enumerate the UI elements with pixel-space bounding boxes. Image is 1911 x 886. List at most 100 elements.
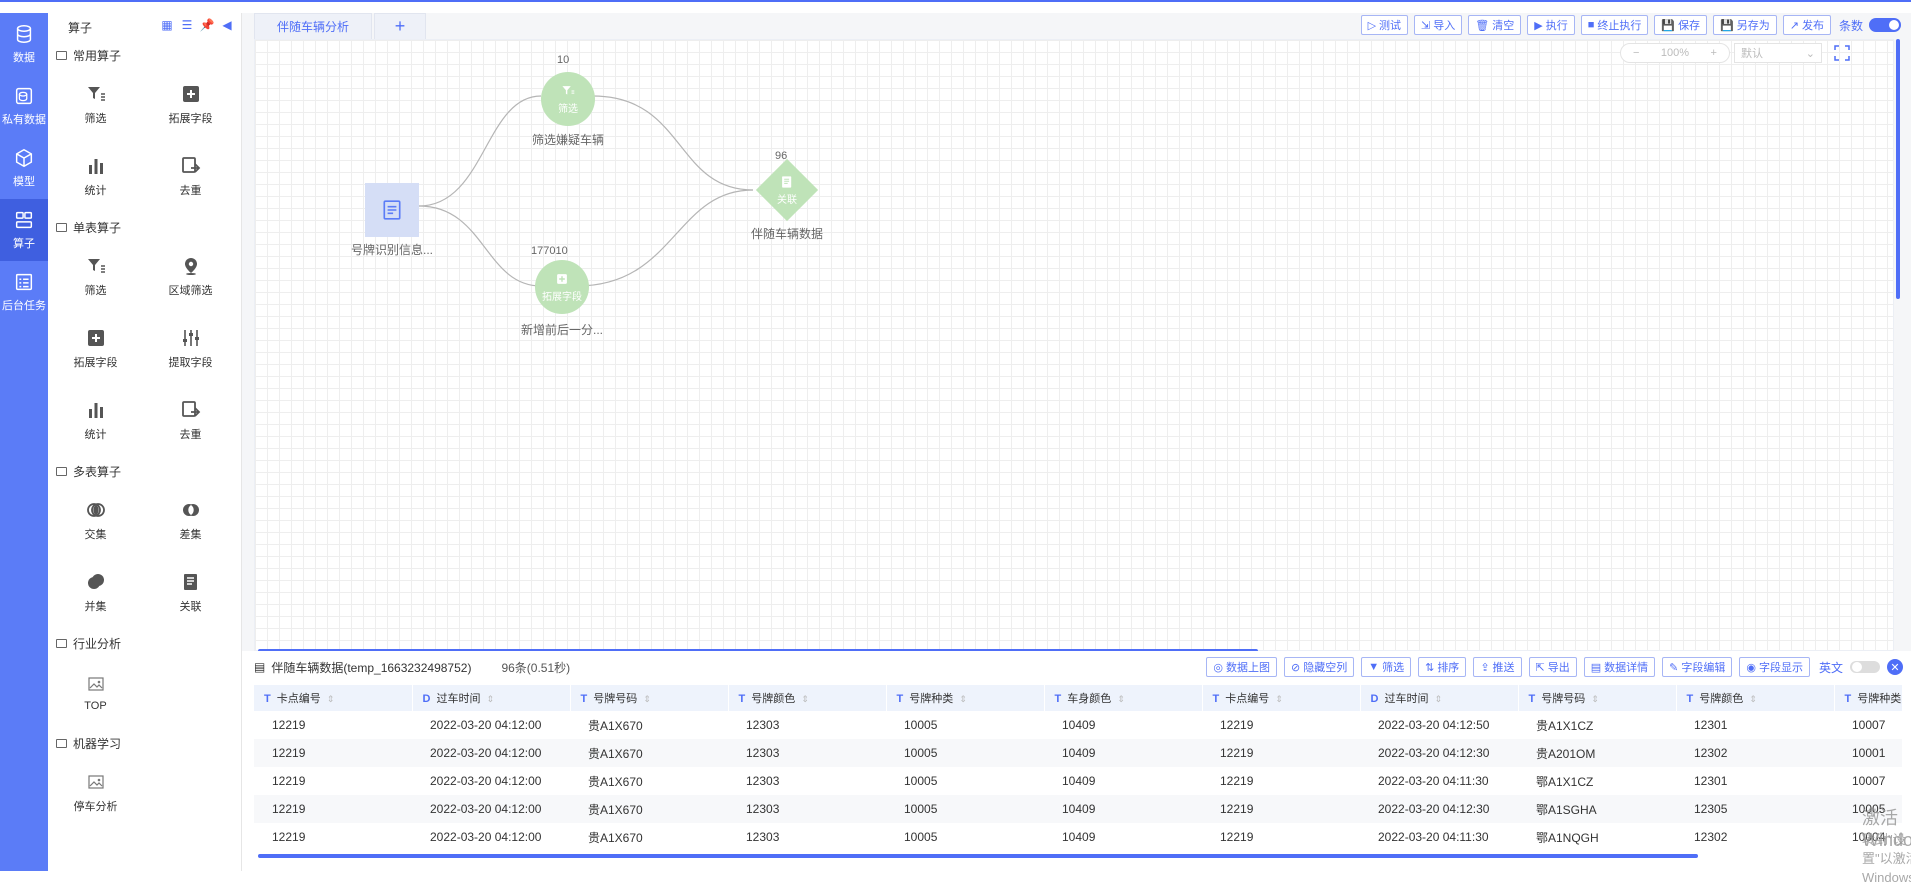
node-join-content[interactable]: 关联 bbox=[757, 160, 817, 220]
filter-icon: ▼ bbox=[1368, 661, 1380, 673]
english-toggle[interactable] bbox=[1850, 661, 1880, 673]
canvas-vertical-scrollbar[interactable] bbox=[1896, 39, 1900, 299]
panel-header: 算子 ▦ ☰ 📌 ◀ bbox=[48, 13, 241, 41]
collapse-panel-icon[interactable]: ◀ bbox=[222, 18, 232, 32]
stop-button[interactable]: ■终止执行 bbox=[1580, 15, 1649, 35]
data-filter-button[interactable]: ▼筛选 bbox=[1361, 657, 1412, 677]
folder-icon bbox=[56, 222, 67, 232]
data-preview-count: 96条(0.51秒) bbox=[501, 660, 571, 675]
op-join[interactable]: 关联 bbox=[143, 557, 238, 629]
nav-item-data[interactable]: 数据 bbox=[0, 13, 48, 75]
publish-button[interactable]: ↗发布 bbox=[1782, 15, 1831, 35]
sort-icon[interactable]: ⇕ bbox=[643, 694, 651, 704]
table-horizontal-scrollbar[interactable] bbox=[258, 854, 1698, 858]
list-view-icon[interactable]: ☰ bbox=[181, 18, 193, 32]
panel-title: 算子 bbox=[68, 20, 93, 35]
theme-select[interactable]: 默认 ⌄ bbox=[1734, 43, 1822, 63]
sort-icon[interactable]: ⇕ bbox=[959, 694, 967, 704]
op-parking-analysis[interactable]: 停车分析 bbox=[48, 757, 143, 829]
data-preview-panel: ▤ 伴随车辆数据(temp_1663232498752) 96条(0.51秒) … bbox=[242, 651, 1911, 885]
push-button[interactable]: ⇪推送 bbox=[1473, 657, 1522, 677]
import-button[interactable]: ⇲导入 bbox=[1414, 15, 1463, 35]
save-as-button[interactable]: 💾另存为 bbox=[1713, 15, 1777, 35]
group-industry[interactable]: 行业分析 bbox=[48, 629, 241, 657]
hide-empty-columns-button[interactable]: ⊘隐藏空列 bbox=[1283, 657, 1355, 677]
op-dedupe[interactable]: 去重 bbox=[143, 385, 238, 457]
zoom-level: 100% bbox=[1660, 47, 1690, 59]
run-button[interactable]: ▶执行 bbox=[1527, 15, 1575, 35]
group-single[interactable]: 单表算子 bbox=[48, 213, 241, 241]
nav-item-model[interactable]: 模型 bbox=[0, 137, 48, 199]
node-extend[interactable]: 拓展字段 bbox=[535, 260, 589, 314]
flow-canvas[interactable]: 号牌识别信息... 10 筛选 筛选嫌疑车辆 177010 拓展字段 新增前后一… bbox=[254, 39, 1894, 651]
data-detail-button[interactable]: ▤数据详情 bbox=[1583, 657, 1656, 677]
op-extend-field[interactable]: 拓展字段 bbox=[48, 313, 143, 385]
sort-icon[interactable]: ⇕ bbox=[1117, 694, 1125, 704]
sort-icon[interactable]: ⇕ bbox=[486, 694, 494, 704]
nav-item-background-tasks[interactable]: 后台任务 bbox=[0, 261, 48, 323]
save-button[interactable]: 💾保存 bbox=[1654, 15, 1708, 35]
nav-item-operator[interactable]: 算子 bbox=[0, 199, 48, 261]
group-ml[interactable]: 机器学习 bbox=[48, 729, 241, 757]
op-extract-field[interactable]: 提取字段 bbox=[143, 313, 238, 385]
sort-button[interactable]: ⇅排序 bbox=[1418, 657, 1467, 677]
sort-icon[interactable]: ⇕ bbox=[1275, 694, 1283, 704]
zoom-in-button[interactable]: + bbox=[1710, 47, 1717, 59]
stop-icon: ■ bbox=[1587, 19, 1595, 31]
nav-item-private-data[interactable]: 私有数据 bbox=[0, 75, 48, 137]
op-intersection[interactable]: 交集 bbox=[48, 485, 143, 557]
sort-icon[interactable]: ⇕ bbox=[1591, 694, 1599, 704]
sort-icon[interactable]: ⇕ bbox=[1434, 694, 1442, 704]
field-display-button[interactable]: ◉字段显示 bbox=[1739, 657, 1810, 677]
zoom-out-button[interactable]: − bbox=[1633, 47, 1640, 59]
op-extend-field[interactable]: 拓展字段 bbox=[143, 69, 238, 141]
op-dedupe[interactable]: 去重 bbox=[143, 141, 238, 213]
op-filter[interactable]: 筛选 bbox=[48, 69, 143, 141]
op-difference[interactable]: 差集 bbox=[143, 485, 238, 557]
op-union[interactable]: 并集 bbox=[48, 557, 143, 629]
export-button[interactable]: ⇱导出 bbox=[1528, 657, 1577, 677]
field-edit-button[interactable]: ✎字段编辑 bbox=[1662, 657, 1733, 677]
fullscreen-icon[interactable] bbox=[1834, 45, 1850, 61]
op-top[interactable]: TOP bbox=[48, 657, 143, 729]
op-area-filter[interactable]: 区域筛选 bbox=[143, 241, 238, 313]
data-toolbar: ◎数据上图 ⊘隐藏空列 ▼筛选 ⇅排序 ⇪推送 ⇱导出 ▤数据详情 ✎字段编辑 … bbox=[1206, 657, 1903, 677]
group-common[interactable]: 常用算子 bbox=[48, 41, 241, 69]
grid-view-icon[interactable]: ▦ bbox=[161, 18, 173, 32]
count-toggle[interactable] bbox=[1869, 18, 1901, 32]
pin-icon[interactable]: 📌 bbox=[199, 18, 215, 32]
op-filter[interactable]: 筛选 bbox=[48, 241, 143, 313]
cube-icon bbox=[15, 148, 33, 168]
clear-button[interactable]: 🗑清空 bbox=[1468, 15, 1522, 35]
node-source[interactable] bbox=[365, 183, 419, 237]
close-panel-button[interactable]: ✕ bbox=[1887, 659, 1903, 675]
upload-to-map-button[interactable]: ◎数据上图 bbox=[1206, 657, 1277, 677]
sort-icon[interactable]: ⇕ bbox=[326, 694, 335, 704]
test-button[interactable]: ▷测试 bbox=[1360, 15, 1409, 35]
op-statistics[interactable]: 统计 bbox=[48, 385, 143, 457]
group-multi[interactable]: 多表算子 bbox=[48, 457, 241, 485]
add-tab-button[interactable]: + bbox=[374, 13, 427, 39]
sort-icon[interactable]: ⇕ bbox=[801, 694, 809, 704]
tab-companion-vehicle-analysis[interactable]: 伴随车辆分析 bbox=[254, 13, 373, 39]
node-filter[interactable]: 筛选 bbox=[541, 72, 595, 126]
op-statistics[interactable]: 统计 bbox=[48, 141, 143, 213]
sort-icon[interactable]: ⇕ bbox=[1749, 694, 1757, 704]
